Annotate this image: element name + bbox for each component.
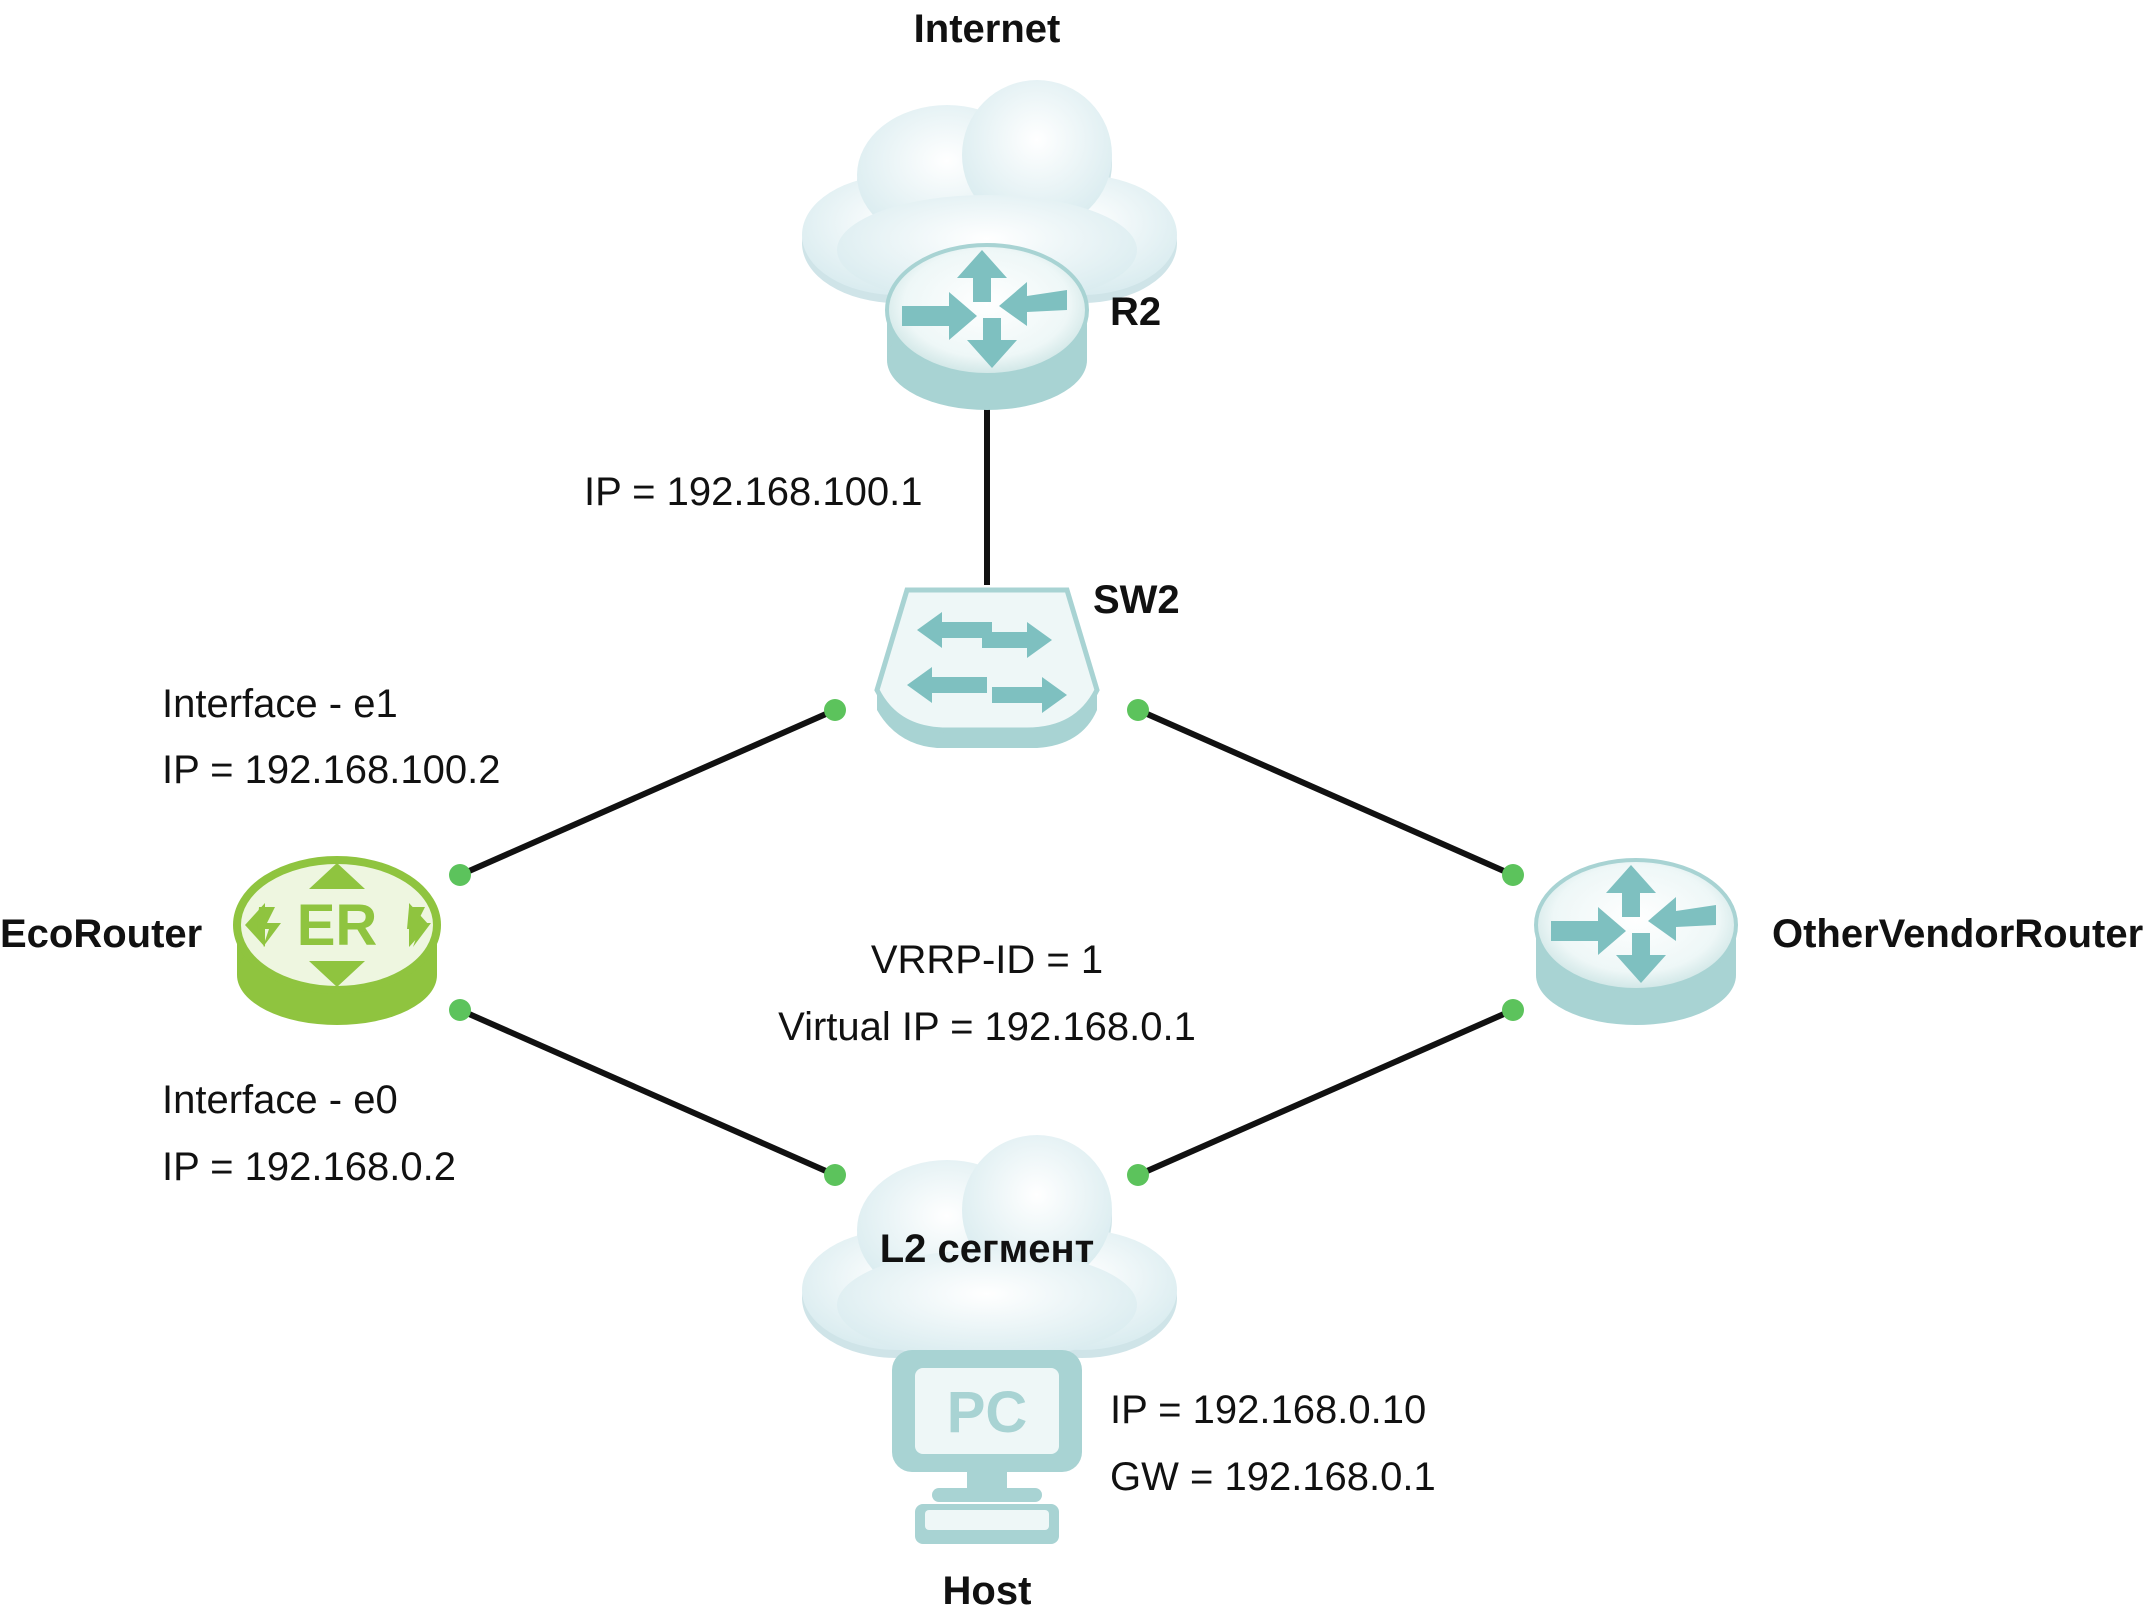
pc-badge-text: PC [947,1380,1028,1445]
host-label: Host [943,1569,1032,1613]
virtual-ip-annotation: Virtual IP = 192.168.0.1 [778,1005,1196,1049]
port-sw2-left [824,699,846,721]
vrrp-id-annotation: VRRP-ID = 1 [871,938,1103,982]
port-sw2-right [1127,699,1149,721]
l2-segment-label: L2 сегмент [880,1227,1095,1271]
other-vendor-router-label: OtherVendorRouter [1772,912,2143,956]
port-ecorouter-e0 [449,999,471,1021]
host-pc-icon[interactable]: PC [892,1350,1082,1544]
other-vendor-router-icon[interactable] [1534,858,1738,1025]
ports [449,699,1524,1186]
r2-router-icon[interactable] [885,243,1089,410]
internet-label: Internet [914,7,1061,51]
port-l2-right [1127,1164,1149,1186]
host-gw-annotation: GW = 192.168.0.1 [1110,1455,1436,1499]
ecorouter-label: EcoRouter [0,912,202,956]
e0-ip-annotation: IP = 192.168.0.2 [162,1145,456,1189]
e1-interface-annotation: Interface - e1 [162,682,398,726]
link-ecorouter-l2 [458,1007,837,1178]
link-other-l2 [1136,1007,1515,1178]
port-other-top [1502,864,1524,886]
link-sw2-ecorouter [458,707,837,878]
link-sw2-other [1136,707,1515,878]
ecorouter-badge-text: ER [297,893,378,958]
port-l2-left [824,1164,846,1186]
port-ecorouter-e1 [449,864,471,886]
e1-ip-annotation: IP = 192.168.100.2 [162,748,500,792]
sw2-switch-icon[interactable] [874,587,1100,748]
r2-ip-annotation: IP = 192.168.100.1 [584,470,922,514]
r2-label: R2 [1110,290,1161,334]
ecorouter-icon[interactable]: ER [233,856,441,1025]
sw2-label: SW2 [1093,578,1180,622]
links [458,395,1515,1178]
e0-interface-annotation: Interface - e0 [162,1078,398,1122]
port-other-bottom [1502,999,1524,1021]
host-ip-annotation: IP = 192.168.0.10 [1110,1388,1426,1432]
